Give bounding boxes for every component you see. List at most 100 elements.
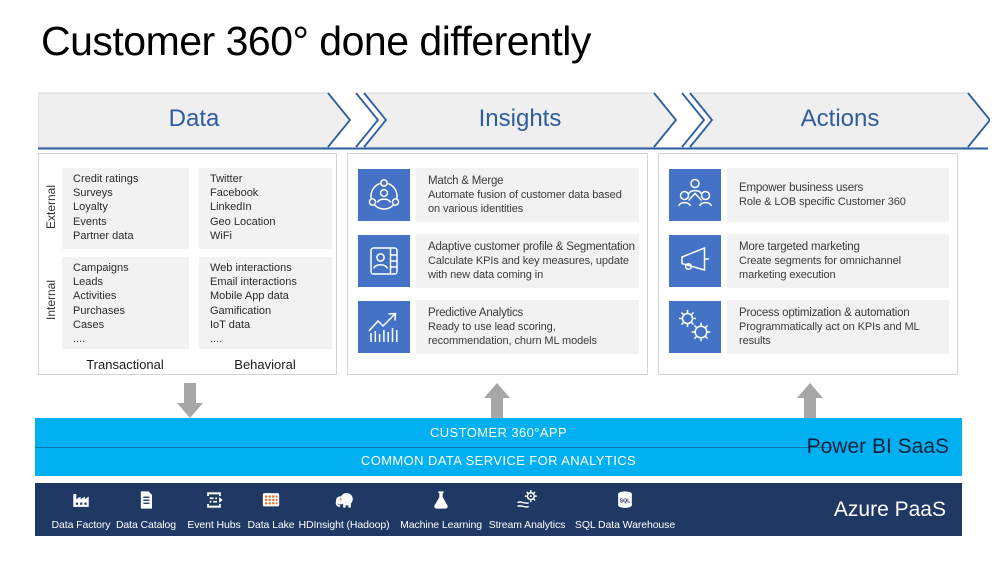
- insight-text: Match & Merge Automate fusion of custome…: [416, 168, 639, 222]
- cell-external-behavioral: Twitter Facebook LinkedIn Geo Location W…: [199, 168, 332, 249]
- insight-desc: Ready to use lead scoring, recommendatio…: [428, 321, 597, 347]
- insight-predictive-analytics: Predictive Analytics Ready to use lead s…: [358, 300, 639, 354]
- gears-icon: [669, 301, 721, 353]
- power-bi-saas-label: Power BI SaaS: [806, 435, 949, 458]
- data-item: Leads: [73, 276, 103, 289]
- insight-profile-segmentation: Adaptive customer profile & Segmentation…: [358, 234, 639, 288]
- customer-360-app-label: CUSTOMER 360°APP: [429, 425, 568, 440]
- service-hdinsight: HDInsight (Hadoop): [289, 488, 399, 531]
- service-machine-learning: Machine Learning: [386, 488, 496, 531]
- insight-title: Match & Merge: [428, 175, 504, 187]
- stage-header-actions: Actions: [800, 105, 880, 132]
- common-data-service-label: COMMON DATA SERVICE FOR ANALYTICS: [360, 453, 637, 468]
- action-desc: Create segments for omnichannel marketin…: [739, 255, 901, 281]
- service-data-catalog: Data Catalog: [91, 488, 201, 531]
- data-item: ....: [210, 333, 223, 346]
- service-label: Stream Analytics: [488, 519, 566, 531]
- data-item: Loyalty: [73, 201, 108, 214]
- data-item: Events: [73, 215, 107, 228]
- data-panel: External Internal Credit ratings Surveys…: [38, 153, 337, 375]
- data-item: Surveys: [73, 187, 113, 200]
- service-label: SQL Data Warehouse: [574, 519, 676, 531]
- insights-panel: Match & Merge Automate fusion of custome…: [347, 153, 648, 375]
- data-item: ....: [73, 333, 86, 346]
- service-data-lake: Data Lake: [216, 488, 326, 531]
- saas-divider: [35, 447, 832, 448]
- arrow-up-actions: [797, 383, 823, 418]
- page-title: Customer 360° done differently: [41, 18, 591, 64]
- insight-desc: Calculate KPIs and key measures, update …: [428, 255, 629, 281]
- action-text: Process optimization & automation Progra…: [727, 300, 949, 354]
- megaphone-icon: [669, 235, 721, 287]
- data-item: LinkedIn: [210, 201, 252, 214]
- action-targeted-marketing: More targeted marketing Create segments …: [669, 234, 949, 288]
- stage-header-data: Data: [168, 105, 220, 132]
- svg-text:SQL: SQL: [620, 499, 631, 505]
- data-item: Campaigns: [73, 262, 129, 274]
- event-hubs-icon: [207, 492, 223, 508]
- pipeline-header-band: Data Insights Actions: [37, 92, 992, 152]
- action-title: More targeted marketing: [739, 241, 860, 253]
- service-stream-analytics: Stream Analytics: [472, 488, 582, 531]
- insight-text: Adaptive customer profile & Segmentation…: [416, 234, 639, 288]
- data-item: Activities: [73, 290, 117, 303]
- action-desc: Role & LOB specific Customer 360: [739, 195, 906, 208]
- hdinsight-icon: [335, 492, 353, 508]
- action-desc: Programmatically act on KPIs and ML resu…: [739, 321, 920, 347]
- service-event-hubs: Event Hubs: [159, 488, 269, 531]
- stage-header-insights: Insights: [478, 105, 562, 132]
- machine-learning-icon: [434, 491, 448, 509]
- stream-analytics-icon: [517, 490, 537, 508]
- row-label-internal: Internal: [44, 279, 58, 321]
- insight-desc: Automate fusion of customer data based o…: [428, 189, 622, 215]
- data-item: Web interactions: [210, 262, 292, 274]
- action-title: Empower business users: [739, 181, 864, 194]
- data-item: Purchases: [73, 304, 125, 317]
- cell-external-transactional: Credit ratings Surveys Loyalty Events Pa…: [62, 168, 189, 249]
- data-item: Twitter: [210, 173, 243, 185]
- action-empower-users: Empower business users Role & LOB specif…: [669, 168, 949, 222]
- insight-title: Predictive Analytics: [428, 307, 524, 319]
- data-item: Gamification: [210, 304, 272, 317]
- data-item: Email interactions: [210, 276, 297, 289]
- predictive-analytics-icon: [358, 301, 410, 353]
- chevron-band-graphic: [37, 92, 992, 150]
- data-item: Cases: [73, 318, 105, 331]
- service-label: Data Catalog: [115, 519, 177, 531]
- data-factory-icon: [73, 494, 89, 507]
- data-item: Credit ratings: [73, 173, 139, 185]
- actions-panel: Empower business users Role & LOB specif…: [658, 153, 958, 375]
- data-item: Facebook: [210, 187, 259, 200]
- insight-match-merge: Match & Merge Automate fusion of custome…: [358, 168, 639, 222]
- paas-band: Data Factory Data Catalog Event Hubs: [35, 483, 962, 536]
- business-users-icon: [669, 169, 721, 221]
- saas-band: CUSTOMER 360°APP COMMON DATA SERVICE FOR…: [35, 418, 962, 476]
- service-label: Machine Learning: [400, 519, 482, 531]
- cell-internal-transactional: Campaigns Leads Activities Purchases Cas…: [62, 257, 189, 349]
- insight-text: Predictive Analytics Ready to use lead s…: [416, 300, 639, 354]
- action-process-automation: Process optimization & automation Progra…: [669, 300, 949, 354]
- sql-data-warehouse-icon: SQL: [618, 491, 632, 508]
- service-label: HDInsight (Hadoop): [298, 519, 390, 531]
- service-data-factory: Data Factory: [26, 488, 136, 531]
- arrow-up-insights: [484, 383, 510, 418]
- row-label-external: External: [44, 184, 58, 230]
- data-catalog-icon: [140, 491, 152, 509]
- service-label: Event Hubs: [187, 519, 241, 531]
- cell-internal-behavioral: Web interactions Email interactions Mobi…: [199, 257, 332, 349]
- service-label: Data Lake: [247, 519, 295, 531]
- service-sql-data-warehouse: SQL SQL Data Warehouse: [570, 488, 680, 531]
- service-label: Data Factory: [51, 519, 111, 531]
- action-title: Process optimization & automation: [739, 307, 910, 319]
- data-item: IoT data: [210, 318, 251, 331]
- data-item: WiFi: [210, 229, 232, 242]
- col-label-transactional: Transactional: [86, 357, 164, 372]
- match-merge-icon: [358, 169, 410, 221]
- action-text: Empower business users Role & LOB specif…: [727, 168, 949, 222]
- action-text: More targeted marketing Create segments …: [727, 234, 949, 288]
- data-item: Partner data: [73, 229, 134, 242]
- data-item: Mobile App data: [210, 290, 289, 303]
- insight-title: Adaptive customer profile & Segmentation: [428, 241, 635, 253]
- col-label-behavioral: Behavioral: [234, 357, 296, 372]
